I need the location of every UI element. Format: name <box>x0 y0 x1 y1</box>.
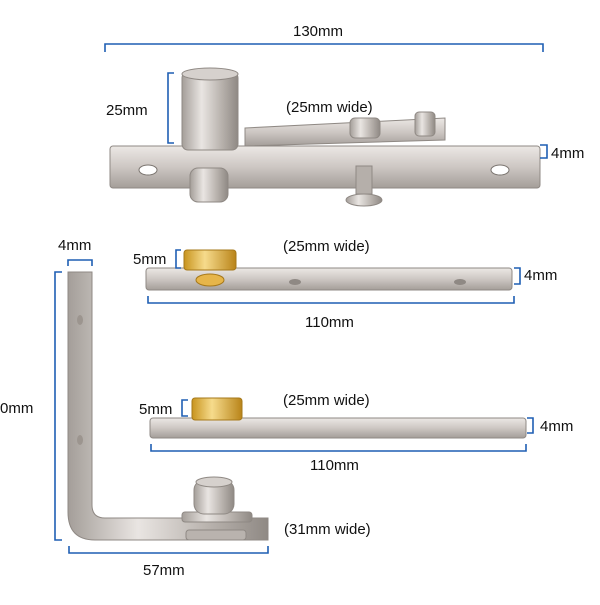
dim-4mm-low <box>527 417 534 434</box>
plate-hole-left <box>138 164 158 176</box>
dim-4mm-top <box>540 144 548 159</box>
label-4mm-mid: 4mm <box>524 267 558 284</box>
adjust-screw-small <box>414 111 436 137</box>
middle-bottom-plate <box>145 249 513 291</box>
label-bracket-height: 0mm <box>0 400 34 417</box>
label-4mm-bracket: 4mm <box>58 237 92 254</box>
adjust-screw-head <box>349 117 381 139</box>
top-pivot-pin <box>181 71 239 151</box>
dim-110mm-low <box>150 444 527 452</box>
dim-110mm-mid <box>147 296 515 304</box>
label-4mm-low: 4mm <box>540 418 574 435</box>
dim-25mm <box>167 72 174 144</box>
label-bracket-width: (31mm wide) <box>284 521 371 538</box>
brass-bush-middle <box>183 249 237 271</box>
dim-4mm-mid <box>514 267 521 285</box>
label-25mm: 25mm <box>106 102 148 119</box>
label-5mm-mid: 5mm <box>133 251 167 268</box>
dim-4mm-bracket <box>67 259 93 266</box>
l-bracket <box>67 271 269 541</box>
bottom-spindle <box>189 167 229 203</box>
label-top-width: (25mm wide) <box>286 99 373 116</box>
lower-plate <box>149 397 527 439</box>
label-110mm-mid: 110mm <box>305 314 354 331</box>
top-pivot-plate <box>109 145 541 189</box>
adjust-screw-thread <box>355 165 373 195</box>
label-57mm: 57mm <box>143 562 185 579</box>
label-110mm-low: 110mm <box>310 457 359 474</box>
label-130mm: 130mm <box>293 23 344 40</box>
label-4mm-top: 4mm <box>551 145 585 162</box>
brass-bush-lower <box>191 397 243 421</box>
dim-130mm <box>104 43 544 52</box>
label-5mm-low: 5mm <box>139 401 173 418</box>
top-pivot-assembly <box>109 67 541 207</box>
label-mid-width: (25mm wide) <box>283 238 370 255</box>
plate-hole-right <box>490 164 510 176</box>
dim-57mm <box>68 546 269 554</box>
dim-5mm-mid <box>175 249 181 269</box>
dim-5mm-low <box>181 399 188 417</box>
dim-height-bracket <box>54 271 62 541</box>
label-low-width: (25mm wide) <box>283 392 370 409</box>
